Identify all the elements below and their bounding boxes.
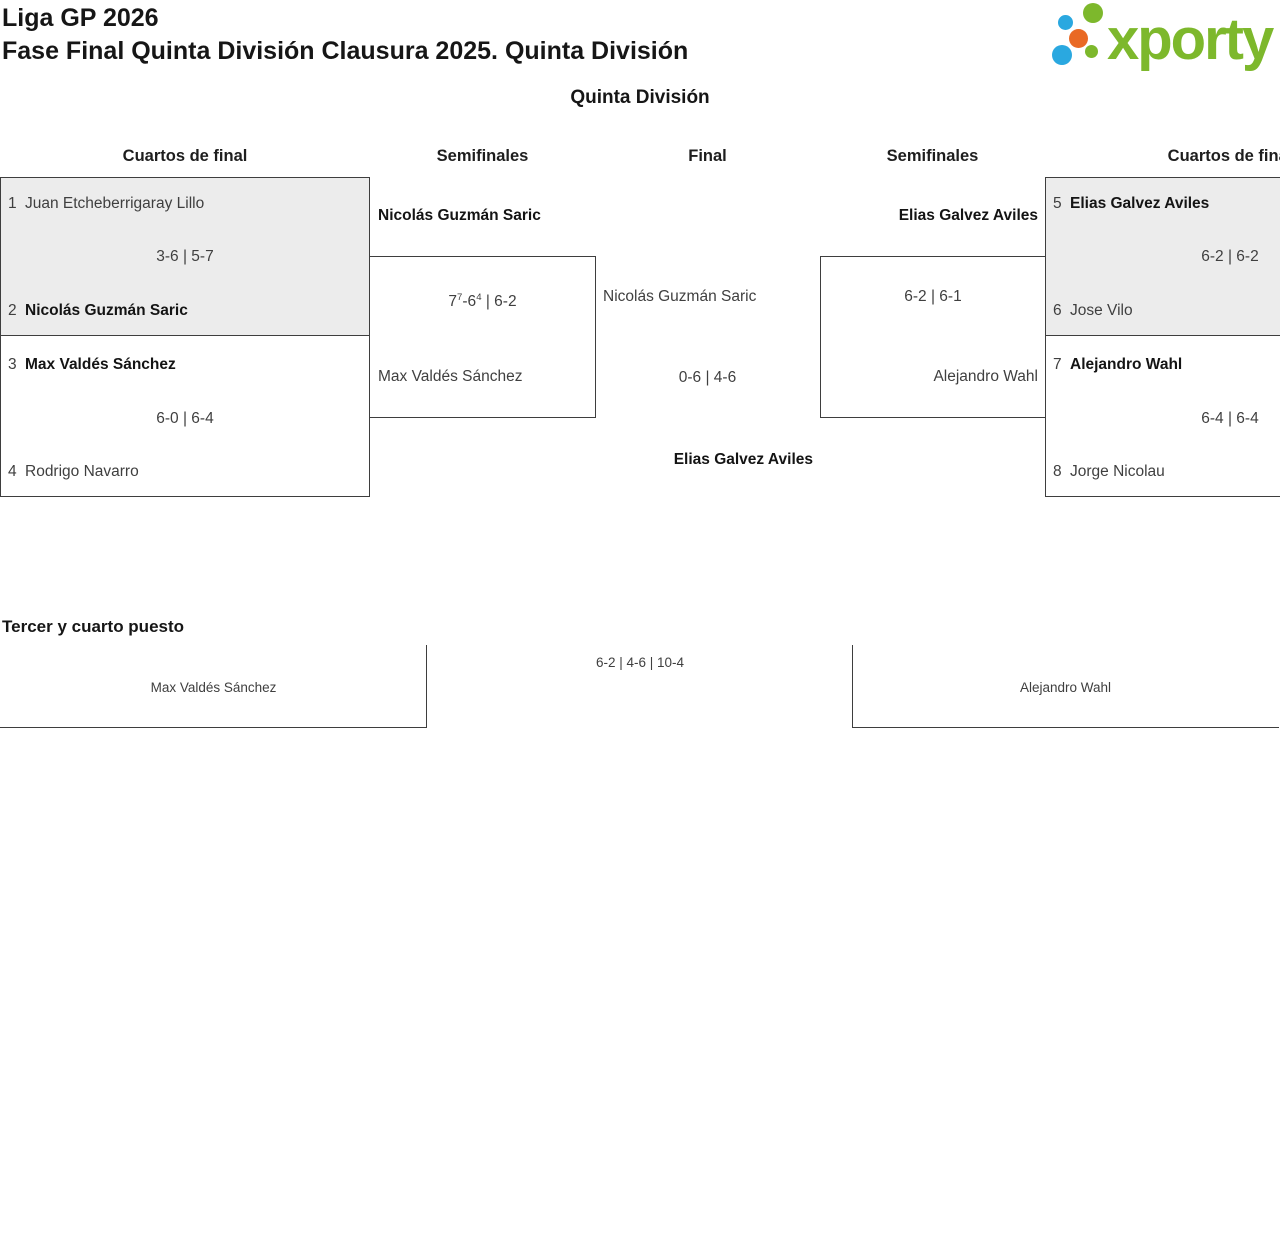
round-header-sf-right: Semifinales	[886, 147, 979, 165]
match-score: 6-2 | 6-1	[904, 288, 962, 305]
champion-name: Elias Galvez Aviles	[673, 451, 813, 468]
player-name: Jose Vilo	[1070, 302, 1133, 319]
player-name: Max Valdés Sánchez	[378, 368, 523, 385]
third-place-box-right	[852, 645, 1279, 728]
third-place-title: Tercer y cuarto puesto	[2, 617, 185, 636]
match-box-sf-left	[369, 256, 596, 418]
match-score: 0-6 | 4-6	[678, 369, 737, 386]
match-box-qf4	[1045, 335, 1280, 497]
page-title: Liga GP 2026 Fase Final Quinta División …	[2, 2, 688, 68]
player-name: Juan Etcheberrigaray Lillo	[25, 195, 205, 212]
player-name: Jorge Nicolau	[1070, 463, 1165, 480]
player-seed: 1	[8, 195, 17, 212]
logo-wordmark: xporty	[1107, 7, 1274, 72]
player-row: 6 Jose Vilo	[1053, 301, 1133, 321]
player-row: 2 Nicolás Guzmán Saric	[8, 301, 188, 321]
match-box-sf-right	[820, 256, 1046, 418]
match-score: 6-4 | 6-4	[1201, 410, 1259, 427]
player-name: Elias Galvez Aviles	[898, 207, 1038, 224]
match-score: 6-2 | 6-2	[1201, 248, 1259, 265]
event-phase: Fase Final Quinta División Clausura 2025…	[2, 37, 689, 65]
logo-dot-blue-small-icon	[1058, 15, 1073, 30]
player-name: Alejandro Wahl	[1070, 356, 1183, 373]
player-name: Nicolás Guzmán Saric	[25, 302, 188, 319]
third-place-box-left	[0, 645, 427, 728]
player-name: Max Valdés Sánchez	[25, 356, 176, 373]
player-seed: 4	[8, 463, 17, 480]
player-seed: 2	[8, 302, 17, 319]
division-title: Quinta División	[570, 87, 710, 108]
round-header-final: Final	[688, 147, 727, 165]
player-name: Alejandro Wahl	[1019, 680, 1112, 695]
logo-dot-orange-icon	[1069, 29, 1088, 48]
player-name: Alejandro Wahl	[933, 368, 1038, 385]
match-score: 3-6 | 5-7	[156, 248, 214, 265]
event-name: Liga GP 2026	[2, 4, 159, 32]
logo-dot-blue-large-icon	[1052, 45, 1072, 65]
player-name: Nicolás Guzmán Saric	[378, 207, 541, 224]
logo-dot-green-small-icon	[1085, 45, 1098, 58]
player-row: 3 Max Valdés Sánchez	[8, 355, 176, 375]
match-box-qf3	[1045, 177, 1280, 336]
player-name: Max Valdés Sánchez	[150, 680, 277, 695]
player-row: 4 Rodrigo Navarro	[8, 462, 139, 482]
player-seed: 3	[8, 356, 17, 373]
player-seed: 6	[1053, 302, 1062, 319]
match-score: 6-2 | 4-6 | 10-4	[595, 655, 685, 670]
player-name: Nicolás Guzmán Saric	[603, 288, 757, 305]
logo-dot-green-large-icon	[1083, 3, 1103, 23]
player-row: 7 Alejandro Wahl	[1053, 355, 1182, 375]
player-seed: 7	[1053, 356, 1062, 373]
player-row: 8 Jorge Nicolau	[1053, 462, 1165, 482]
player-row: 1 Juan Etcheberrigaray Lillo	[8, 194, 204, 214]
round-header-qf-right: Cuartos de final	[1167, 147, 1280, 165]
match-score: 77-64 | 6-2	[448, 292, 517, 311]
player-seed: 5	[1053, 195, 1062, 212]
match-score: 6-0 | 6-4	[156, 410, 214, 427]
match-box-qf1	[0, 177, 370, 336]
player-seed: 8	[1053, 463, 1062, 480]
round-header-sf-left: Semifinales	[436, 147, 529, 165]
round-header-qf-left: Cuartos de final	[122, 147, 248, 165]
player-row: 5 Elias Galvez Aviles	[1053, 194, 1209, 214]
player-name: Elias Galvez Aviles	[1070, 195, 1210, 212]
player-name: Rodrigo Navarro	[25, 463, 139, 480]
